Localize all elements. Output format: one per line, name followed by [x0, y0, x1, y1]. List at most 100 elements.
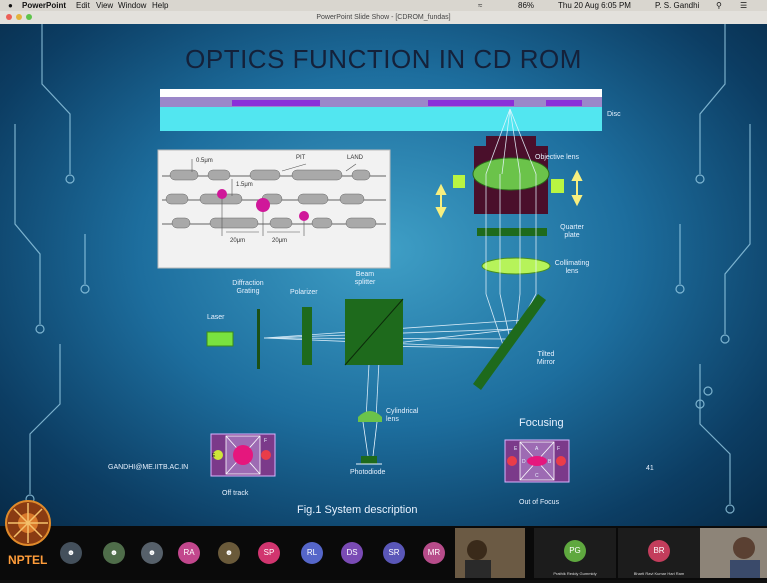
focus-arrows — [435, 169, 583, 219]
out-of-focus-spot — [527, 456, 547, 466]
slide-title: OPTICS FUNCTION IN CD ROM — [185, 44, 582, 74]
minimize-window-button[interactable] — [16, 14, 22, 20]
lens-holder-top — [486, 136, 536, 148]
diffraction-grating — [257, 309, 260, 369]
close-window-button[interactable] — [6, 14, 12, 20]
out-of-focus-side-spot-f — [556, 456, 566, 466]
quad-f-label: F — [264, 438, 268, 444]
window-title: PowerPoint Slide Show - [CDROM_fundas] — [316, 14, 451, 21]
quad-c-label: C — [535, 473, 539, 479]
clock[interactable]: Thu 20 Aug 6:05 PM — [558, 1, 631, 10]
polarizer-label: Polarizer — [290, 289, 318, 296]
disc-data-layer — [160, 97, 602, 107]
tile-avatar-br: BR — [648, 540, 670, 562]
pits — [165, 169, 377, 229]
participant-avatar-photo[interactable]: ☻ — [103, 542, 125, 564]
disc-label-layer — [160, 89, 602, 97]
circuit-decoration — [14, 24, 751, 514]
collimating-lens-shape — [481, 257, 551, 275]
quad-d-label: D — [522, 459, 526, 465]
participant-avatar-sp[interactable]: SP — [258, 542, 280, 564]
tilted-mirror-label: Tilted Mirror — [536, 351, 556, 366]
disc-pit — [428, 100, 514, 106]
laser-label: Laser — [207, 314, 225, 321]
land-label: LAND — [347, 155, 364, 161]
page-number: 41 — [646, 465, 654, 472]
wifi-icon[interactable]: ≈ — [478, 1, 483, 10]
quarter-plate — [477, 228, 547, 236]
track-dimension: 1.5μm — [236, 182, 253, 188]
pit-diagram-panel — [157, 149, 391, 269]
participant-avatar-rl[interactable]: RL — [301, 542, 323, 564]
disc-substrate — [160, 107, 602, 131]
presenter-video-icon — [700, 528, 767, 578]
menu-window[interactable]: Window — [118, 1, 147, 10]
tilted-mirror — [473, 294, 546, 390]
pit-label: PIT — [296, 155, 306, 161]
participant-avatar-ra[interactable]: RA — [178, 542, 200, 564]
laser-spots — [217, 189, 309, 221]
polarizer — [302, 307, 312, 365]
spotlight-icon[interactable]: ⚲ — [716, 1, 722, 10]
video-tile-presenter[interactable] — [700, 528, 767, 578]
quad-e-label: E — [212, 453, 216, 459]
off-track-side-spot-e — [213, 450, 223, 460]
menu-app-name[interactable]: PowerPoint — [22, 1, 67, 10]
participant-avatar-photo[interactable]: ☻ — [60, 542, 82, 564]
window-titlebar: PowerPoint Slide Show - [CDROM_fundas] — [0, 11, 767, 24]
tile-name-br: Bharti Ravi Kumar Hari Ram — [633, 571, 685, 576]
apple-icon[interactable]: ● — [8, 1, 13, 10]
spacing-dimension-a: 20μm — [230, 238, 246, 244]
participant-avatar-photo[interactable]: ☻ — [218, 542, 240, 564]
menu-view[interactable]: View — [96, 1, 114, 10]
out-of-focus-label: Out of Focus — [519, 499, 560, 506]
quad-b-label: B — [548, 459, 552, 465]
nptel-logo-text: NPTEL — [8, 553, 48, 567]
pitch-dimension: 0.5μm — [196, 158, 213, 164]
participant-avatar-photo[interactable]: ☻ — [141, 542, 163, 564]
user-name[interactable]: P. S. Gandhi — [655, 1, 700, 10]
objective-lens-label: Objective lens — [535, 154, 579, 161]
collimating-lens-label: Collimating lens — [554, 260, 590, 275]
laser-box — [206, 331, 234, 347]
participant-avatar-sr[interactable]: SR — [383, 542, 405, 564]
disc-pit — [232, 100, 320, 106]
quad-e-label-focus: E — [514, 446, 518, 452]
nptel-logo-icon — [5, 500, 51, 546]
figure-caption: Fig.1 System description — [297, 504, 418, 516]
cylindrical-lens-shape — [358, 411, 382, 422]
disc-label: Disc — [607, 111, 621, 118]
focusing-label: Focusing — [519, 417, 564, 429]
beam-splitter-diagonal — [344, 298, 404, 366]
quarter-plate-label: Quarter plate — [560, 224, 584, 239]
beam-splitter-label: Beam splitter — [354, 271, 376, 286]
objective-lens-shape — [472, 157, 550, 191]
speaker-video-icon — [455, 528, 525, 578]
participant-avatar-ds[interactable]: DS — [341, 542, 363, 564]
video-tile-pg[interactable]: PG Prathik Reddy Gummidy — [534, 528, 616, 578]
maximize-window-button[interactable] — [26, 14, 32, 20]
slide: OPTICS FUNCTION IN CD ROM Disc PIT LAND … — [0, 24, 767, 526]
dimension-lines — [191, 159, 357, 236]
spacing-dimension-b: 20μm — [272, 238, 288, 244]
cylindrical-lens-label: Cylindrical lens — [386, 408, 419, 423]
video-tile-speaker[interactable] — [455, 528, 525, 578]
photodiode-shape — [361, 456, 377, 464]
email-footer: GANDHI@ME.IITB.AC.IN — [108, 464, 189, 471]
video-tile-br[interactable]: BR Bharti Ravi Kumar Hari Ram — [618, 528, 700, 578]
out-of-focus-side-spot-e — [507, 456, 517, 466]
off-track-side-spot-f — [261, 450, 271, 460]
battery-percent[interactable]: 86% — [518, 1, 535, 10]
mac-menubar: ● PowerPoint Edit View Window Help ≈ 86%… — [0, 0, 767, 11]
disc-pit — [546, 100, 582, 106]
control-center-icon[interactable]: ☰ — [740, 1, 748, 10]
off-track-spot — [233, 445, 253, 465]
tile-avatar-pg: PG — [564, 540, 586, 562]
detector-rays — [362, 421, 378, 457]
quad-f-label-focus: F — [557, 446, 561, 452]
photodiode-label: Photodiode — [350, 469, 386, 476]
menu-edit[interactable]: Edit — [76, 1, 90, 10]
focus-coil-left — [453, 175, 465, 188]
menu-help[interactable]: Help — [152, 1, 169, 10]
participant-avatar-mr[interactable]: MR — [423, 542, 445, 564]
